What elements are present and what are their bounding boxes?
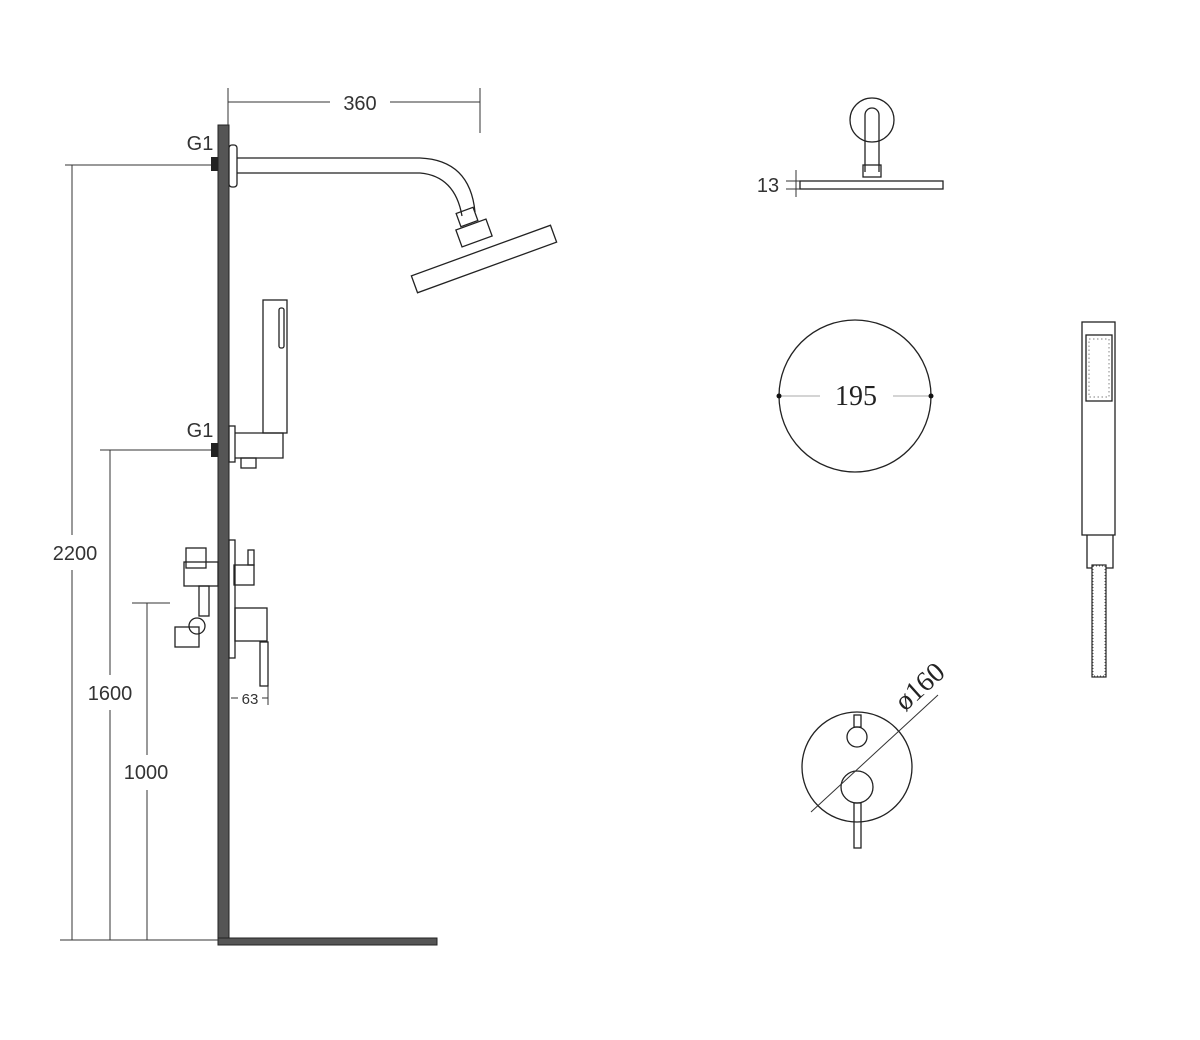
shower-head-front: 195 [776,319,934,473]
wall [217,124,438,946]
mixer-side: 63 [174,539,269,708]
inlet-top-label: G1 [187,133,214,155]
height-dimensions: 2200 1600 1000 [53,164,218,941]
shower-head-top: 13 [757,97,944,197]
head-diameter-label: 195 [835,381,877,412]
shower-arm-side [228,144,558,294]
height-outlet-label: 1600 [88,683,133,705]
inlet-mid-label: G1 [187,420,214,442]
mixer-depth-label: 63 [242,691,259,708]
plate-diameter-label: ø160 [889,657,951,718]
mixer-front: ø160 [801,657,951,849]
inlet-top-fitting [211,157,218,171]
height-mixer-label: 1000 [124,762,169,784]
head-thickness-label: 13 [757,175,779,197]
height-shower-label: 2200 [53,543,98,565]
hand-shower-front [1081,321,1116,678]
arm-length-dimension: 360 [227,88,481,133]
inlet-mid-fitting [211,443,218,457]
arm-length-label: 360 [343,93,376,115]
hand-shower-side [228,299,288,469]
